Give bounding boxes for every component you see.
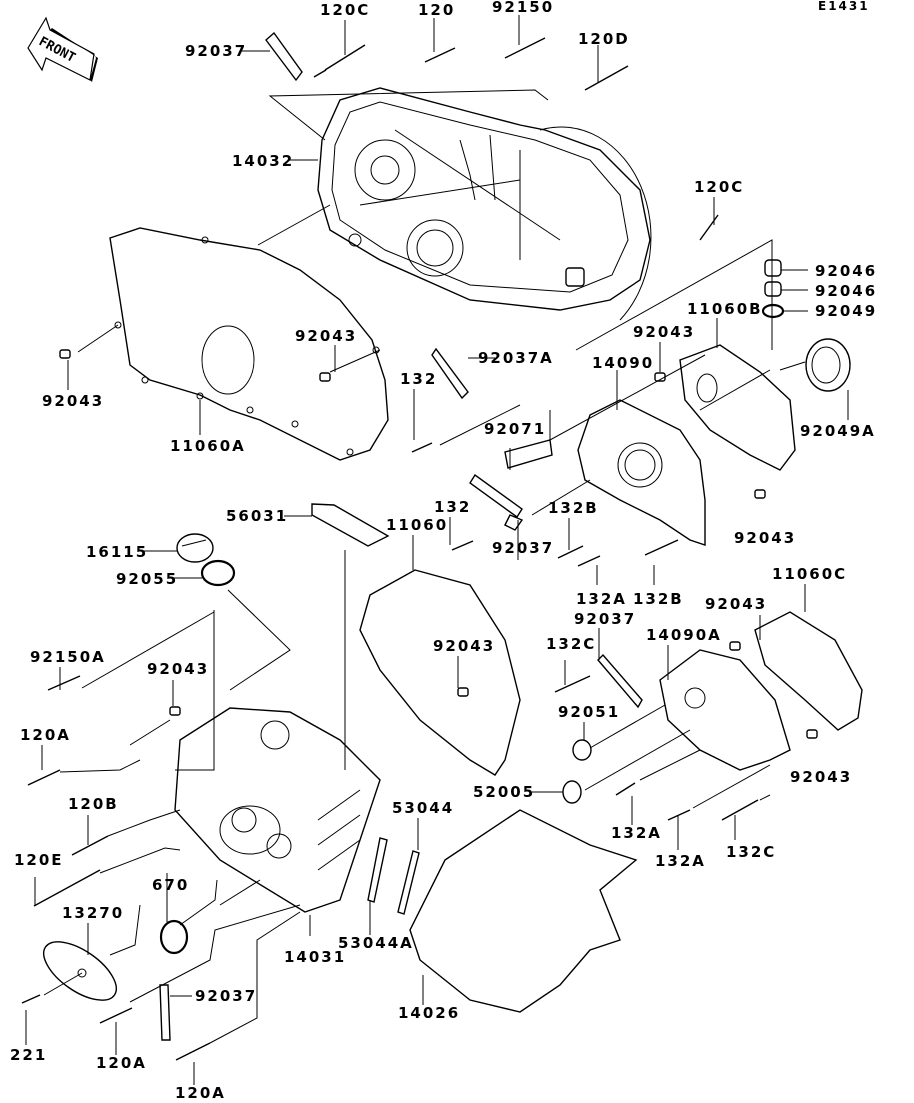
part-label[interactable]: 11060A xyxy=(170,437,246,455)
cover-14090 xyxy=(577,399,706,546)
part-label[interactable]: 13270 xyxy=(62,904,124,922)
part-label[interactable]: 14090A xyxy=(646,626,722,644)
cap-16115 xyxy=(176,533,236,587)
part-label[interactable]: 14032 xyxy=(232,152,294,170)
part-label[interactable]: 11060C xyxy=(772,565,847,583)
part-label[interactable]: 92150A xyxy=(30,648,106,666)
part-label[interactable]: 92046 xyxy=(815,282,877,300)
part-label[interactable]: 92043 xyxy=(734,529,796,547)
part-label[interactable]: 92037 xyxy=(195,987,257,1005)
part-label[interactable]: 92055 xyxy=(116,570,178,588)
lower-cover-14031 xyxy=(174,707,381,913)
part-label[interactable]: 670 xyxy=(152,876,189,894)
part-label[interactable]: 132C xyxy=(546,635,596,653)
part-label[interactable]: 92043 xyxy=(295,327,357,345)
part-label[interactable]: 53044 xyxy=(392,799,454,817)
part-label[interactable]: 132A xyxy=(576,590,627,608)
part-label[interactable]: 11060 xyxy=(386,516,448,534)
plate-13270 xyxy=(43,941,117,1001)
part-label[interactable]: 92043 xyxy=(633,323,695,341)
part-label[interactable]: 120A xyxy=(20,726,71,744)
part-label[interactable]: 132B xyxy=(633,590,684,608)
gasket-11060C xyxy=(754,611,863,731)
oil-seal-92049A xyxy=(805,338,851,392)
gasket-11060A xyxy=(109,227,389,461)
part-label[interactable]: 132 xyxy=(400,370,437,388)
part-label[interactable]: 120E xyxy=(14,851,64,869)
part-label[interactable]: 92043 xyxy=(42,392,104,410)
gasket-11060 xyxy=(359,569,521,776)
part-label[interactable]: 56031 xyxy=(226,507,288,525)
part-label[interactable]: 92071 xyxy=(484,420,546,438)
part-label[interactable]: 14031 xyxy=(284,948,346,966)
front-arrow-icon: FRONT xyxy=(27,16,98,82)
part-label[interactable]: 132A xyxy=(611,824,662,842)
part-label[interactable]: 221 xyxy=(10,1046,47,1064)
part-label[interactable]: 132C xyxy=(726,843,776,861)
gasket-11060B xyxy=(679,344,796,471)
part-label[interactable]: 92037 xyxy=(185,42,247,60)
part-label[interactable]: 120C xyxy=(694,178,744,196)
part-label[interactable]: 132A xyxy=(655,852,706,870)
part-label[interactable]: 120 xyxy=(418,1,455,19)
diagram-code: E1431 xyxy=(818,0,870,13)
part-label[interactable]: 120A xyxy=(96,1054,147,1072)
bolts xyxy=(21,37,759,1061)
part-label[interactable]: 14090 xyxy=(592,354,654,372)
part-label[interactable]: 120D xyxy=(578,30,630,48)
part-label[interactable]: 92043 xyxy=(147,660,209,678)
cover-14090A xyxy=(659,649,791,771)
o-ring-670 xyxy=(159,919,189,955)
pins-53044 xyxy=(367,837,420,915)
part-label[interactable]: 92150 xyxy=(492,0,554,16)
leader-lines xyxy=(25,15,849,1085)
part-label[interactable]: 120A xyxy=(175,1084,226,1102)
bearings xyxy=(562,739,592,804)
part-label[interactable]: 92049A xyxy=(800,422,876,440)
part-label[interactable]: 52005 xyxy=(473,783,535,801)
part-label[interactable]: 92037 xyxy=(574,610,636,628)
part-label[interactable]: 132 xyxy=(434,498,471,516)
part-label[interactable]: 92049 xyxy=(815,302,877,320)
part-label[interactable]: 92037 xyxy=(492,539,554,557)
part-labels: 120C 120 92150 92037 120D 14032 120C 920… xyxy=(10,0,877,1102)
part-label[interactable]: 16115 xyxy=(86,543,148,561)
part-label[interactable]: 53044A xyxy=(338,934,414,952)
plate-56031 xyxy=(311,503,390,547)
part-label[interactable]: 92037A xyxy=(478,349,554,367)
part-label[interactable]: 120C xyxy=(320,1,370,19)
part-label[interactable]: 14026 xyxy=(398,1004,460,1022)
part-label[interactable]: 92046 xyxy=(815,262,877,280)
part-label[interactable]: 11060B xyxy=(687,300,763,318)
part-label[interactable]: 132B xyxy=(548,499,599,517)
shroud-14026 xyxy=(409,809,638,1013)
clamps xyxy=(159,31,643,1041)
part-label[interactable]: 92043 xyxy=(705,595,767,613)
part-label[interactable]: 92043 xyxy=(790,768,852,786)
part-label[interactable]: 120B xyxy=(68,795,119,813)
part-label[interactable]: 92051 xyxy=(558,703,620,721)
collars-92046 xyxy=(761,259,785,319)
dowel-pins-92043 xyxy=(59,349,818,739)
crankcase-cover-14032 xyxy=(317,87,652,321)
part-label[interactable]: 92043 xyxy=(433,637,495,655)
